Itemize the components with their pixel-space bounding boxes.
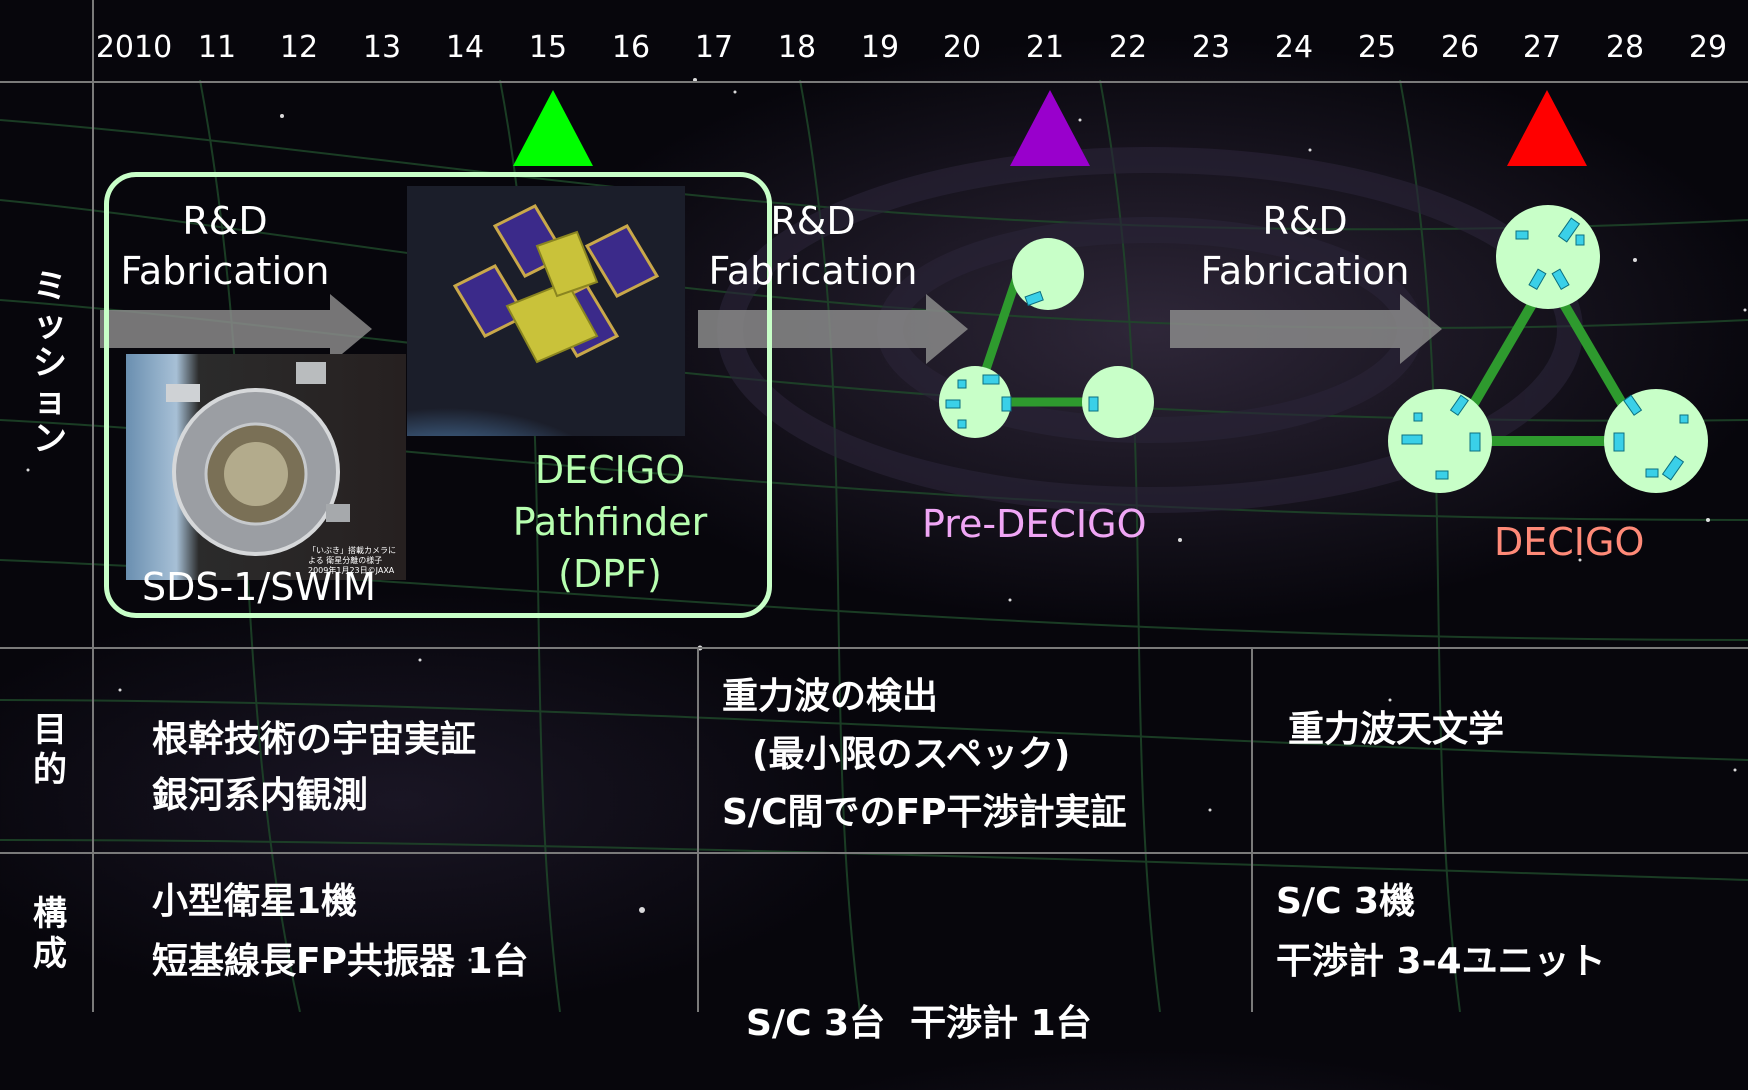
- phase-3-rd: R&D: [1262, 199, 1348, 243]
- pre-decigo-label: Pre-DECIGO: [922, 502, 1147, 546]
- purpose-col2: 重力波の検出 (最小限のスペック) S/C間でのFP干渉計実証: [722, 668, 1126, 842]
- decigo-diagram: [1388, 205, 1708, 493]
- composition-col2: S/C 3台 干渉計 1台: [746, 914, 1092, 1090]
- year-label: 11: [197, 30, 237, 65]
- decigo-label: DECIGO: [1494, 520, 1645, 564]
- sds1-photo-caption: 「いぶき」搭載カメラによる 衛星分離の様子 2009年1月23日©JAXA: [308, 546, 396, 575]
- arrow-phase-3: [1170, 294, 1442, 364]
- dpf-label-line1: DECIGO: [534, 448, 686, 492]
- purpose-col3: 重力波天文学: [1288, 708, 1504, 752]
- dpf-satellite-icon: [452, 204, 660, 364]
- composition-col3: S/C 3機 干渉計 3-4ユニット: [1276, 872, 1606, 992]
- dpf-image: [407, 186, 685, 436]
- row-label-composition-text: 構成: [33, 894, 67, 974]
- decigo-spacecraft: [1496, 205, 1600, 309]
- year-label: 28: [1605, 30, 1645, 65]
- year-label: 23: [1191, 30, 1231, 65]
- year-label: 2010: [95, 30, 173, 65]
- purpose-col1-line: 根幹技術の宇宙実証: [152, 719, 477, 760]
- year-label: 24: [1274, 30, 1314, 65]
- year-label: 21: [1025, 30, 1065, 65]
- dpf-label: DECIGO Pathfinder (DPF): [510, 444, 710, 600]
- row-label-purpose-text: 目的: [33, 710, 67, 790]
- row-label-purpose: 目的: [30, 710, 70, 790]
- year-label: 25: [1357, 30, 1397, 65]
- year-label: 19: [860, 30, 900, 65]
- purpose-col2-line: 重力波の検出: [722, 676, 939, 717]
- composition-col1: 小型衛星1機 短基線長FP共振器 1台: [152, 872, 529, 992]
- year-label: 12: [279, 30, 319, 65]
- year-label: 13: [362, 30, 402, 65]
- dpf-label-line2: Pathfinder: [512, 500, 708, 544]
- pre-decigo-diagram: [939, 238, 1154, 438]
- arrow-phase-1: [100, 294, 372, 364]
- composition-col3-line: 干渉計 3-4ユニット: [1276, 941, 1606, 982]
- phase-2-rd: R&D: [770, 199, 856, 243]
- purpose-col2-line: S/C間でのFP干渉計実証: [722, 792, 1127, 833]
- near-term-missions-frame: [104, 172, 772, 618]
- phase-1-label: R&D Fabrication: [110, 196, 340, 296]
- year-label: 29: [1688, 30, 1728, 65]
- pre-decigo-spacecraft: [1082, 366, 1154, 438]
- year-label: 26: [1440, 30, 1480, 65]
- purpose-col1: 根幹技術の宇宙実証 銀河系内観測: [152, 712, 476, 824]
- sds1-satellite-icon: [166, 362, 350, 556]
- purpose-col2-line: (最小限のスペック): [752, 734, 1071, 775]
- phase-1-fab: Fabrication: [120, 249, 330, 293]
- year-label: 14: [445, 30, 485, 65]
- purpose-col3-line: 重力波天文学: [1288, 709, 1505, 750]
- phase-2-fab: Fabrication: [708, 249, 918, 293]
- dpf-label-line3: (DPF): [558, 552, 662, 596]
- arrow-phase-2: [698, 294, 968, 364]
- composition-col2-line: S/C 3台 干渉計 1台: [746, 1003, 1092, 1044]
- year-label: 20: [942, 30, 982, 65]
- year-label: 15: [528, 30, 568, 65]
- year-label: 16: [611, 30, 651, 65]
- phase-2-label: R&D Fabrication: [698, 196, 928, 296]
- year-label: 17: [694, 30, 734, 65]
- pre-decigo-spacecraft: [1012, 238, 1084, 310]
- year-label: 18: [777, 30, 817, 65]
- milestone-dpf-triangle: [513, 90, 593, 166]
- phase-3-fab: Fabrication: [1200, 249, 1410, 293]
- milestone-decigo-triangle: [1507, 90, 1587, 166]
- purpose-col1-line: 銀河系内観測: [152, 775, 369, 816]
- composition-col1-line: 短基線長FP共振器 1台: [152, 941, 529, 982]
- phase-1-rd: R&D: [182, 199, 268, 243]
- sds1-label: SDS-1/SWIM: [142, 565, 376, 609]
- composition-col1-line: 小型衛星1機: [152, 881, 358, 922]
- phase-arrows: [100, 294, 1442, 364]
- row-label-composition: 構成: [30, 894, 70, 974]
- row-label-mission-text: ミッション: [33, 267, 67, 459]
- composition-col3-line: S/C 3機: [1276, 881, 1416, 922]
- milestone-pre-decigo-triangle: [1010, 90, 1090, 166]
- row-label-mission: ミッション: [30, 268, 70, 458]
- sds1-photo: 「いぶき」搭載カメラによる 衛星分離の様子 2009年1月23日©JAXA: [126, 354, 406, 580]
- year-label: 27: [1522, 30, 1562, 65]
- phase-3-label: R&D Fabrication: [1190, 196, 1420, 296]
- year-label: 22: [1108, 30, 1148, 65]
